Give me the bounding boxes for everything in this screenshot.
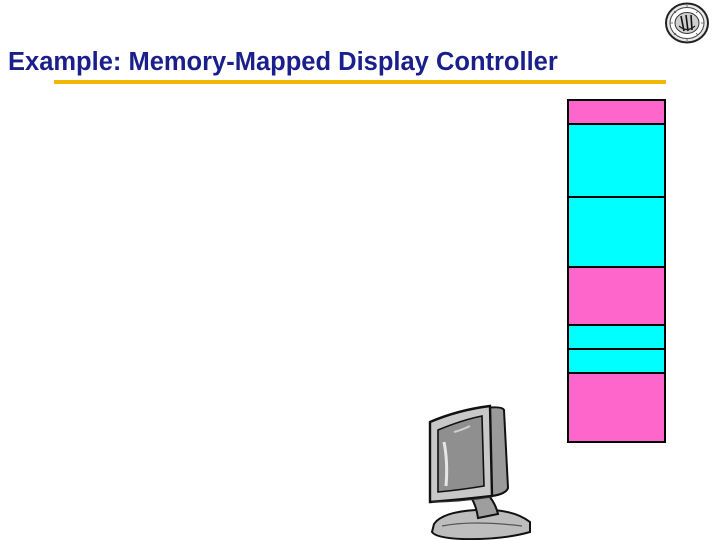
university-seal-icon <box>665 2 709 44</box>
memory-block <box>569 374 664 441</box>
slide-title: Example: Memory-Mapped Display Controlle… <box>8 48 558 76</box>
memory-block <box>569 350 664 374</box>
memory-map <box>567 99 666 443</box>
computer-monitor-icon <box>428 404 531 540</box>
memory-block <box>569 198 664 268</box>
memory-block <box>569 326 664 350</box>
memory-block <box>569 101 664 125</box>
memory-block <box>569 268 664 326</box>
memory-block <box>569 125 664 198</box>
title-underline <box>54 80 666 84</box>
